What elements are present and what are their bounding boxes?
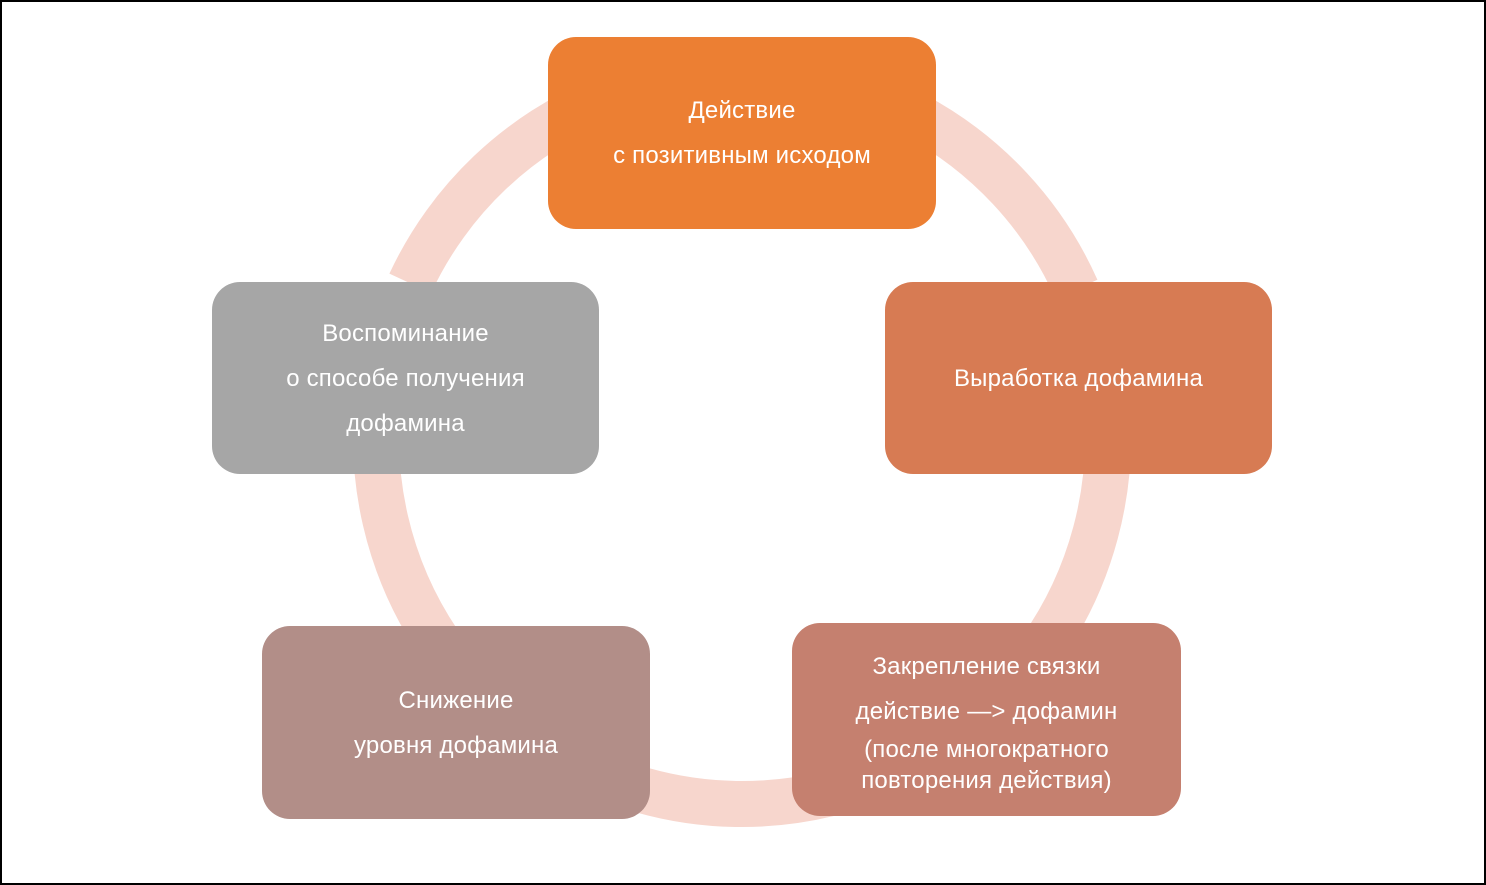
node-3-line-1: Закрепление связки bbox=[872, 652, 1101, 680]
node-reinforcement: Закрепление связки действие —> дофамин (… bbox=[792, 623, 1181, 816]
node-1-line-1: Действие bbox=[688, 97, 796, 124]
node-4-line-2: уровня дофамина bbox=[353, 731, 559, 759]
node-action-positive-outcome: Действие с позитивным исходом bbox=[548, 37, 936, 229]
node-4-line-1: Снижение bbox=[398, 686, 514, 714]
node-1-line-2: с позитивным исходом bbox=[613, 142, 871, 169]
node-3-line-2: действие —> дофамин bbox=[855, 697, 1118, 725]
node-5-line-1: Воспоминание bbox=[322, 319, 489, 347]
node-2-line-1: Выработка дофамина bbox=[953, 364, 1204, 392]
ring-arc-1-2 bbox=[902, 94, 1098, 299]
node-dopamine-decrease: Снижение уровня дофамина bbox=[262, 626, 650, 819]
node-3-line-3: (после многократного bbox=[864, 735, 1109, 763]
node-5-line-3: дофамина bbox=[346, 409, 465, 437]
node-5-line-2: о способе получения bbox=[286, 364, 525, 392]
node-3-line-4: повторения действия) bbox=[861, 766, 1112, 794]
node-memory: Воспоминание о способе получения дофамин… bbox=[212, 282, 599, 474]
node-dopamine-production: Выработка дофамина bbox=[885, 282, 1272, 474]
